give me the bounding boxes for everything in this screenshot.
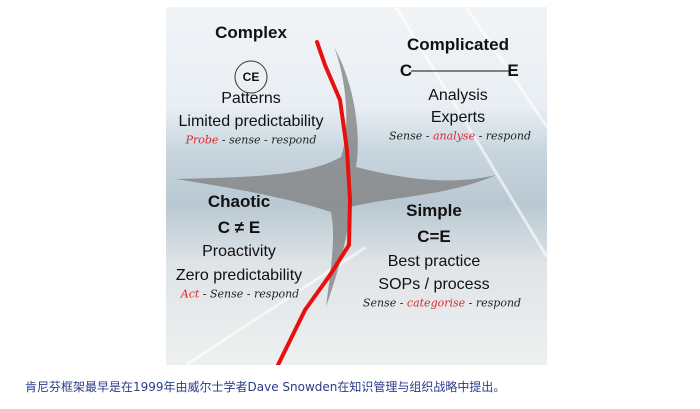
simple-title: Simple bbox=[406, 201, 462, 220]
complex-approach-rest: - sense - respond bbox=[218, 133, 317, 147]
cynefin-diagram: Complex CE Patterns Limited predictabili… bbox=[166, 7, 547, 365]
figure-caption: 肯尼芬框架最早是在1999年由威尔士学者Dave Snowden在知识管理与组织… bbox=[25, 380, 506, 394]
chaotic-approach: Act - Sense - respond bbox=[181, 288, 299, 301]
chaotic-title: Chaotic bbox=[207, 192, 271, 211]
simple-approach: Sense - categorise - respond bbox=[363, 297, 521, 310]
complex-predictability: Limited predictability bbox=[178, 113, 324, 130]
chaotic-proactivity: Proactivity bbox=[202, 243, 276, 260]
ce-badge: CE bbox=[242, 70, 260, 84]
complicated-experts: Experts bbox=[430, 109, 486, 126]
simple-sops: SOPs / process bbox=[378, 276, 490, 293]
chaotic-predictability: Zero predictability bbox=[175, 267, 303, 284]
simple-approach-pre: Sense - bbox=[362, 296, 407, 310]
act-label: Act bbox=[180, 287, 200, 301]
analyse-label: analyse bbox=[432, 129, 476, 143]
complex-title: Complex bbox=[215, 23, 287, 42]
complicated-approach-post: - respond bbox=[475, 129, 532, 143]
complex-patterns: Patterns bbox=[221, 90, 281, 107]
boundary-line bbox=[276, 40, 353, 365]
ce-circle bbox=[234, 60, 268, 94]
simple-approach-post: - respond bbox=[465, 296, 522, 310]
effect-label: E bbox=[507, 61, 519, 80]
chaotic-relation: C ≠ E bbox=[217, 218, 261, 237]
complex-approach: Probe - sense - respond bbox=[186, 134, 317, 147]
simple-relation: C=E bbox=[417, 227, 451, 246]
complicated-approach: Sense - analyse - respond bbox=[389, 130, 531, 143]
simple-best-practice: Best practice bbox=[387, 253, 481, 270]
chaotic-approach-rest: - Sense - respond bbox=[199, 287, 300, 301]
categorise-label: categorise bbox=[406, 296, 466, 310]
probe-label: Probe bbox=[185, 133, 219, 147]
complicated-approach-pre: Sense - bbox=[388, 129, 433, 143]
cause-label: C bbox=[399, 61, 413, 80]
diagram-graphics bbox=[176, 7, 547, 365]
complicated-analysis: Analysis bbox=[428, 87, 488, 104]
complicated-title: Complicated bbox=[406, 35, 510, 54]
cynefin-knot-shape bbox=[176, 47, 496, 307]
